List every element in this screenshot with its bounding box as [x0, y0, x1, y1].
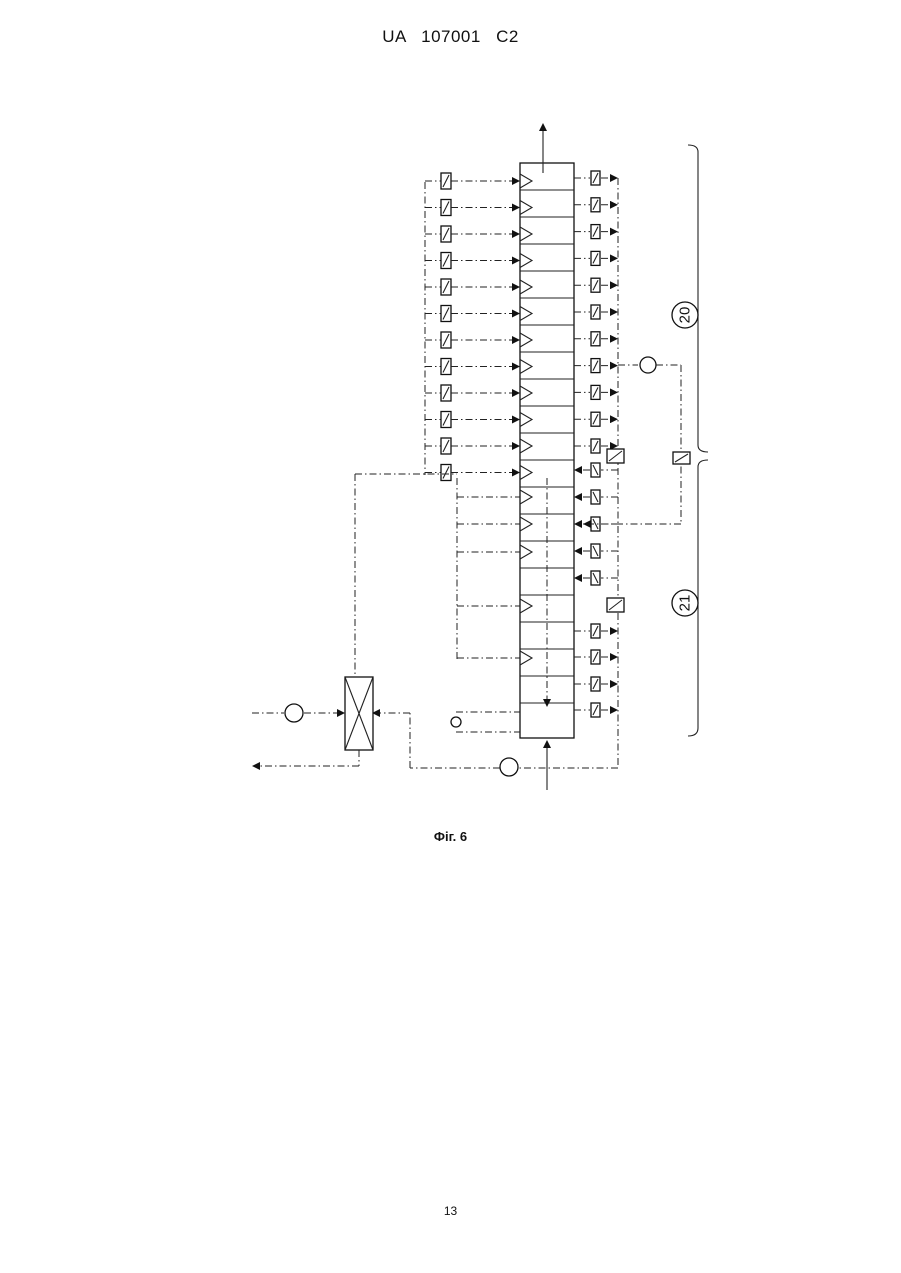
recycle-pump-icon: [640, 357, 656, 373]
zone-label-21: 21: [677, 595, 694, 612]
page-number: 13: [0, 1204, 901, 1218]
column-outline: [520, 163, 574, 738]
left-feed-stages: [425, 173, 532, 665]
zone-label-20: 20: [677, 307, 694, 324]
feed-pump-icon: [285, 704, 303, 722]
figure-caption: Фіг. 6: [0, 829, 901, 844]
right-draw-stages: [574, 171, 618, 717]
small-valve-icon: [451, 717, 461, 727]
process-diagram: 20 21: [0, 0, 901, 860]
bottom-pump-icon: [500, 758, 518, 776]
zone-bracket-upper: [688, 145, 708, 452]
